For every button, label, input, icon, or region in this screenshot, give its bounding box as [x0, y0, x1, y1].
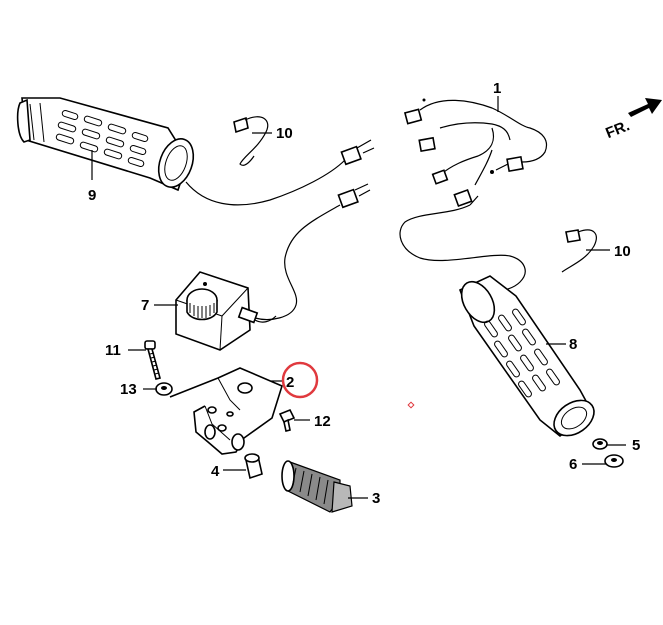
wire-harness: [399, 98, 548, 292]
callout-10-left: 10: [276, 125, 293, 142]
collar: [244, 453, 263, 480]
callout-2: 2: [286, 374, 294, 391]
callout-3: 3: [372, 490, 380, 507]
switch-bracket: [169, 367, 283, 455]
front-direction-arrow-icon: FR.: [603, 98, 662, 142]
nut: [592, 438, 608, 450]
callout-12: 12: [314, 413, 331, 430]
callout-10-right: 10: [614, 243, 631, 260]
direction-label: FR.: [603, 117, 632, 142]
right-heated-grip: [458, 275, 595, 438]
callout-11: 11: [105, 342, 121, 359]
screw: [278, 408, 296, 432]
bolt: [144, 340, 161, 380]
nut-small: [155, 382, 173, 396]
connector-lower: [254, 183, 371, 321]
connector-upper: [340, 139, 375, 166]
washer: [604, 454, 624, 468]
grip-rubber: [281, 460, 353, 513]
callout-4: 4: [211, 463, 220, 480]
callout-1: 1: [493, 80, 501, 97]
leader-lines: [91, 96, 626, 499]
callout-9: 9: [88, 187, 96, 204]
callout-7: 7: [141, 297, 149, 314]
wire-clip-right: [561, 229, 597, 273]
callout-5: 5: [632, 437, 640, 454]
wire-clip-left: [233, 116, 269, 166]
heater-switch: [175, 271, 277, 351]
callout-8: 8: [569, 336, 577, 353]
callout-6: 6: [569, 456, 577, 473]
left-heated-grip: [16, 97, 346, 206]
highlight-circle: [281, 361, 319, 399]
marker-dot: [407, 401, 415, 409]
callout-13: 13: [120, 381, 137, 398]
